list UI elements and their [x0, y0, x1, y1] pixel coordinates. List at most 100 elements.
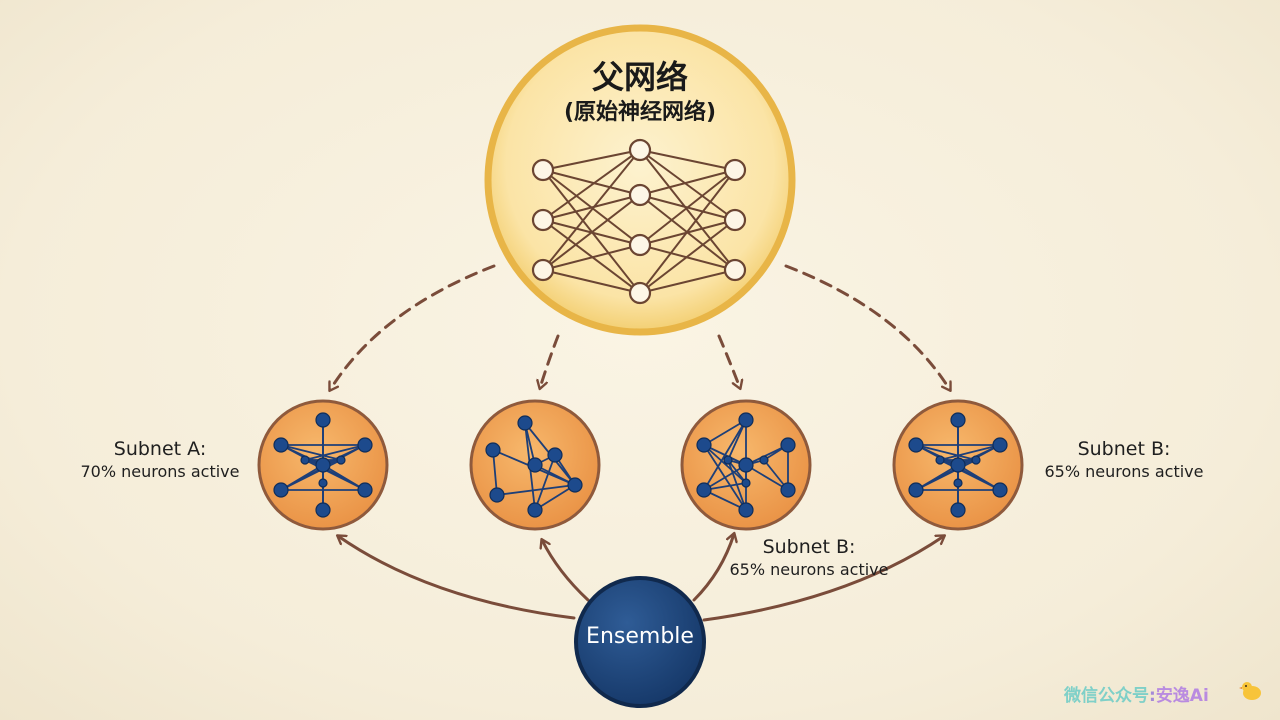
ensemble-label: Ensemble	[586, 624, 694, 649]
subnet-1-node-0	[315, 412, 331, 428]
parent-to-subnet-arrows	[330, 264, 950, 390]
parent-edge-23	[639, 269, 736, 294]
subnet-3-edge-10	[703, 464, 747, 491]
subnet-2-edge-8	[534, 484, 576, 511]
parent-edge-4	[542, 149, 641, 221]
subnet-1-edge-18	[304, 459, 366, 491]
subnet-4-edge-17	[915, 459, 977, 491]
parent-edge-15	[639, 169, 736, 196]
subnet-1	[257, 399, 389, 531]
subnet-3-edge-16	[703, 489, 747, 511]
subnet-4-node-8	[971, 455, 981, 465]
subnet-3-node-3	[738, 457, 754, 473]
dashed-arrow-to-subnet-1	[330, 264, 496, 390]
parent-edge-0	[542, 149, 641, 171]
subnet-2-node-1	[485, 442, 501, 458]
parent-edge-8	[542, 149, 641, 271]
parent-edge-14	[639, 149, 736, 271]
parent-edge-1	[542, 169, 641, 196]
parent-edge-18	[639, 169, 736, 246]
subnet-2-node-6	[547, 447, 563, 463]
subnet-3-label: Subnet B: 65% neurons active	[714, 536, 904, 579]
subnet-4-name: Subnet B:	[1077, 438, 1171, 460]
subnet-2-node-5	[527, 502, 543, 518]
subnet-3-node-5	[780, 482, 796, 498]
subnet-1-node-4	[273, 482, 289, 498]
parent-edge-9	[542, 194, 641, 271]
subnet-3-edge-20	[727, 459, 747, 484]
subnet-4-node-1	[908, 437, 924, 453]
subnet-1-edge-9	[304, 444, 366, 461]
dashed-arrow-to-subnet-4	[784, 264, 950, 390]
subnet-4-node-9	[953, 478, 963, 488]
dashed-arrow-to-subnet-2	[540, 334, 560, 388]
subnet-1-node-6	[315, 502, 331, 518]
subnet-3-edge-6	[703, 444, 747, 484]
subnet-4-node-3	[950, 457, 966, 473]
watermark-brand: 安逸Ai	[1155, 686, 1209, 706]
subnet-3-edge-19	[727, 459, 747, 511]
parent-node-6	[628, 281, 652, 305]
subnet-1-detail: 70% neurons active	[80, 462, 240, 481]
subnet-1-node-9	[318, 478, 328, 488]
subnet-3-node-9	[741, 478, 751, 488]
subnet-1-name: Subnet A:	[113, 438, 207, 460]
subnet-3-node-8	[759, 455, 769, 465]
subnet-3-node-4	[696, 482, 712, 498]
subnet-1-edge-17	[280, 459, 342, 491]
subnet-2-node-3	[567, 477, 583, 493]
dashed-arrow-to-subnet-3	[717, 334, 740, 388]
parent-node-2	[531, 258, 555, 282]
subnet-2	[469, 399, 601, 531]
subnet-1-node-7	[300, 455, 310, 465]
ensemble-to-subnet-arrows	[338, 534, 944, 622]
subnet-1-edges	[280, 420, 366, 510]
subnet-4-node-0	[950, 412, 966, 428]
parent-edge-5	[542, 194, 641, 221]
subnet-3-edge-4	[703, 444, 747, 466]
subnet-3-name: Subnet B:	[762, 536, 856, 558]
subnet-3	[680, 399, 812, 531]
subnet-4-node-2	[992, 437, 1008, 453]
subnet-2-edge-7	[496, 484, 576, 496]
parent-edge-21	[639, 169, 736, 294]
parent-edge-11	[542, 269, 641, 294]
subnet-3-edge-11	[745, 464, 789, 491]
parent-network-subtitle: (原始神经网络)	[563, 100, 717, 125]
parent-node-4	[628, 183, 652, 207]
subnet-3-node-6	[738, 502, 754, 518]
subnet-3-edge-0	[703, 419, 747, 446]
solid-arrow-to-subnet-1	[338, 536, 576, 620]
watermark: 微信公众号:安逸Ai	[1064, 681, 1209, 706]
parent-node-0	[531, 158, 555, 182]
subnet-4-edge-6	[915, 444, 977, 461]
parent-edge-13	[639, 149, 736, 221]
subnet-4-node-4	[908, 482, 924, 498]
parent-node-7	[723, 158, 747, 182]
subnet-2-node-0	[517, 415, 533, 431]
subnet-3-node-0	[738, 412, 754, 428]
parent-edge-10	[542, 244, 641, 271]
parent-edge-22	[639, 219, 736, 294]
subnet-4-detail: 65% neurons active	[1044, 462, 1204, 481]
parent-network	[484, 24, 796, 336]
subnet-4-node-5	[992, 482, 1008, 498]
subnet-4-node-6	[950, 502, 966, 518]
solid-arrow-to-subnet-4	[702, 536, 944, 622]
subnet-1-node-1	[273, 437, 289, 453]
subnet-4-edge-18	[939, 459, 1001, 491]
subnet-networks	[257, 399, 1024, 531]
solid-arrow-to-subnet-2	[542, 540, 590, 602]
chick-icon	[1239, 682, 1261, 700]
parent-node-9	[723, 258, 747, 282]
subnet-4-node-7	[935, 455, 945, 465]
subnet-1-node-2	[357, 437, 373, 453]
subnet-2-edge-10	[534, 454, 556, 511]
parent-network-nodes	[531, 138, 747, 305]
subnet-1-label: Subnet A: 70% neurons active	[60, 438, 260, 481]
subnet-4-edge-9	[939, 444, 1001, 461]
parent-edge-12	[639, 149, 736, 171]
subnet-2-node-4	[489, 487, 505, 503]
solid-arrow-to-subnet-3	[692, 534, 734, 602]
